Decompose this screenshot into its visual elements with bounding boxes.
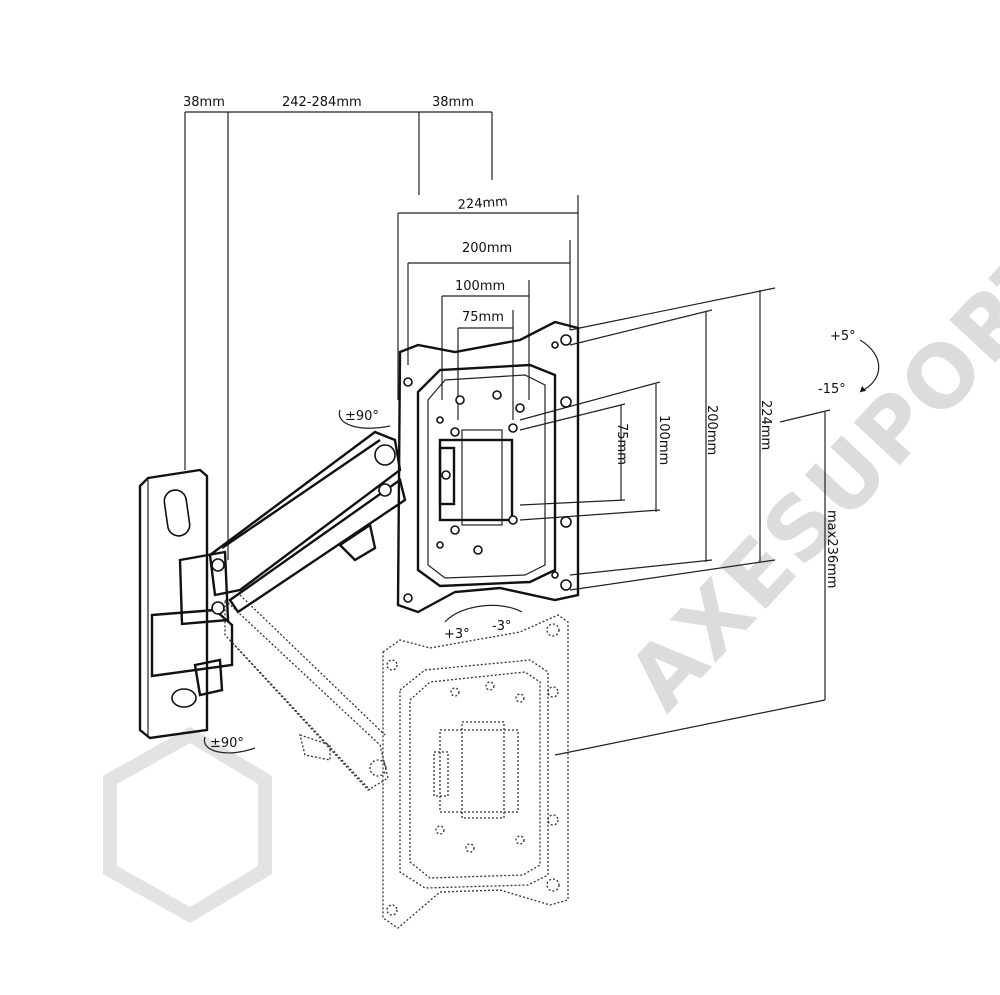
wall-plate (138, 468, 234, 740)
angle-swivel-plate: ±90° (345, 409, 379, 424)
angle-tilt-down: -15° (818, 382, 846, 397)
angle-swivel-wall: ±90° (210, 736, 244, 751)
dim-arm-reach: 242-284mm (282, 95, 362, 110)
dim-plate-offset: 38mm (432, 95, 474, 110)
dim-width-200: 200mm (462, 241, 512, 256)
dim-height-200: 200mm (704, 405, 719, 455)
vesa-plate (396, 320, 580, 614)
level-arrow-icon (444, 604, 523, 623)
dim-height-travel: max236mm (824, 510, 839, 588)
dim-width-75: 75mm (462, 310, 504, 325)
swivel-plate-arrow-icon (338, 409, 391, 429)
dim-width-224: 224mm (457, 195, 508, 213)
vesa-plate-lowered-ghost (382, 614, 569, 929)
angle-tilt-up: +5° (830, 329, 856, 344)
swivel-wall-arrow-icon (203, 736, 256, 754)
dim-height-100: 100mm (656, 415, 671, 465)
arm-upper (208, 430, 407, 615)
top-dimension-lines (184, 111, 579, 560)
dim-height-224: 224mm (758, 400, 773, 450)
tilt-arrow-icon (859, 339, 880, 393)
right-dimension-lines (519, 287, 831, 756)
angle-level-plus: +3° (444, 627, 470, 642)
arm-lowered-ghost (224, 594, 389, 791)
angle-level-minus: -3° (492, 619, 511, 634)
dim-wall-offset: 38mm (183, 95, 225, 110)
dim-height-75: 75mm (614, 423, 629, 465)
watermark-logo-icon (103, 726, 272, 924)
dim-width-100: 100mm (455, 279, 505, 294)
